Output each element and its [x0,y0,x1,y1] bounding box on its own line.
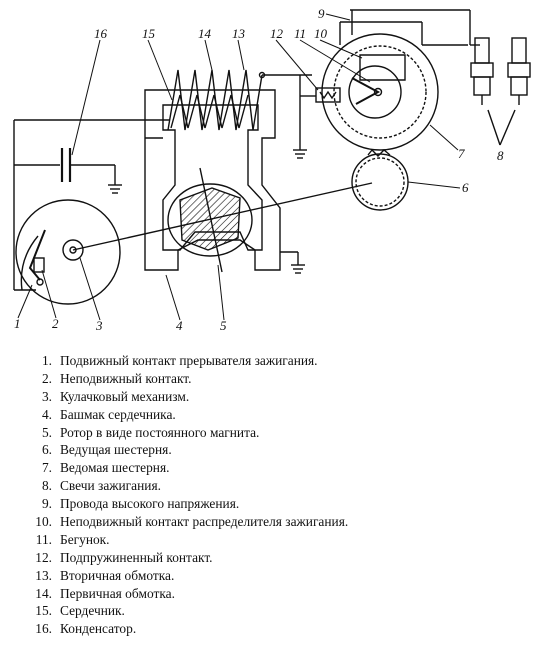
legend-item: 14. Первичная обмотка. [20,585,348,603]
magneto-ignition-diagram: 1 2 3 4 5 6 7 8 9 10 11 12 13 14 15 16 [13,6,531,333]
condenser-circuit [13,119,170,291]
legend-item: 10. Неподвижный контакт распределителя за… [20,513,348,531]
frame-ground [280,251,305,274]
label-2: 2 [52,316,59,331]
legend-number: 3. [41,388,52,404]
legend-text: Ротор в виде постоянного магнита. [60,424,260,440]
legend-number: 5. [41,424,52,440]
distributor [315,33,439,151]
label-7: 7 [458,146,465,161]
legend-number: 15. [35,603,52,619]
legend-text: Ведущая шестерня. [60,442,172,458]
legend-item: 13. Вторичная обмотка. [20,567,348,585]
legend-item: 16. Конденсатор. [20,620,348,638]
legend-text: Подпружиненный контакт. [60,549,213,565]
label-15: 15 [142,26,156,41]
legend-text: Подвижный контакт прерывателя зажигания. [60,353,318,368]
label-10: 10 [314,26,328,41]
legend-item: 5. Ротор в виде постоянного магнита. [20,424,348,442]
legend-item: 7. Ведомая шестерня. [20,459,348,477]
legend-text: Первичная обмотка. [60,585,175,601]
legend-text: Ведомая шестерня. [60,460,170,476]
legend-text: Кулачковый механизм. [60,388,190,404]
legend-item: 15. Сердечник. [20,602,348,620]
legend-text: Свечи зажигания. [60,478,161,494]
leader-lines [17,13,461,321]
legend-number: 9. [41,496,52,512]
label-8: 8 [497,148,504,163]
legend-number: 14. [35,585,52,601]
legend-item: 1. Подвижный контакт прерывателя зажигани… [20,352,348,370]
legend-text: Бегунок. [60,531,110,547]
breaker-assembly [15,182,373,305]
label-13: 13 [232,26,246,41]
legend-text: Конденсатор. [60,621,137,637]
legend-number: 10. [35,514,52,530]
label-4: 4 [176,318,183,333]
legend-text: Провода высокого напряжения. [60,496,240,512]
label-6: 6 [462,180,469,195]
legend-number: 11. [35,531,52,547]
legend-number: 6. [41,442,52,458]
legend-item: 11. Бегунок. [20,531,348,549]
legend-item: 4. Башмак сердечника. [20,406,348,424]
label-14: 14 [198,26,212,41]
legend-number: 12. [35,549,52,565]
spark-plugs [470,37,531,146]
legend-item: 6. Ведущая шестерня. [20,441,348,459]
label-11: 11 [294,26,306,41]
driving-gear [351,148,409,211]
legend-text: Башмак сердечника. [60,406,176,422]
legend-number: 4. [41,406,52,422]
legend-text: Вторичная обмотка. [60,567,175,583]
legend-item: 12. Подпружиненный контакт. [20,549,348,567]
legend-item: 9. Провода высокого напряжения. [20,495,348,513]
legend-item: 8. Свечи зажигания. [20,477,348,495]
legend-item: 2. Неподвижный контакт. [20,370,348,388]
legend-list: 1. Подвижный контакт прерывателя зажигани… [20,352,348,638]
legend-text: Неподвижный контакт распределителя зажиг… [60,514,349,530]
diagram-labels: 1 2 3 4 5 6 7 8 9 10 11 12 13 14 15 16 [14,6,504,333]
legend-number: 13. [35,567,52,583]
legend-text: Сердечник. [60,603,125,619]
legend-number: 2. [41,370,52,386]
label-3: 3 [95,318,103,333]
coil-windings [167,69,316,159]
legend-item: 3. Кулачковый механизм. [20,388,348,406]
label-16: 16 [94,26,108,41]
label-5: 5 [220,318,227,333]
label-9: 9 [318,6,325,21]
high-voltage-wires [339,9,480,46]
legend-number: 16. [35,621,52,637]
legend-number: 1. [41,353,52,368]
label-12: 12 [270,26,284,41]
legend-text: Неподвижный контакт. [60,370,192,386]
label-1: 1 [14,316,21,331]
legend-number: 8. [41,478,52,494]
legend-number: 7. [41,460,52,476]
core-frame [144,89,281,271]
